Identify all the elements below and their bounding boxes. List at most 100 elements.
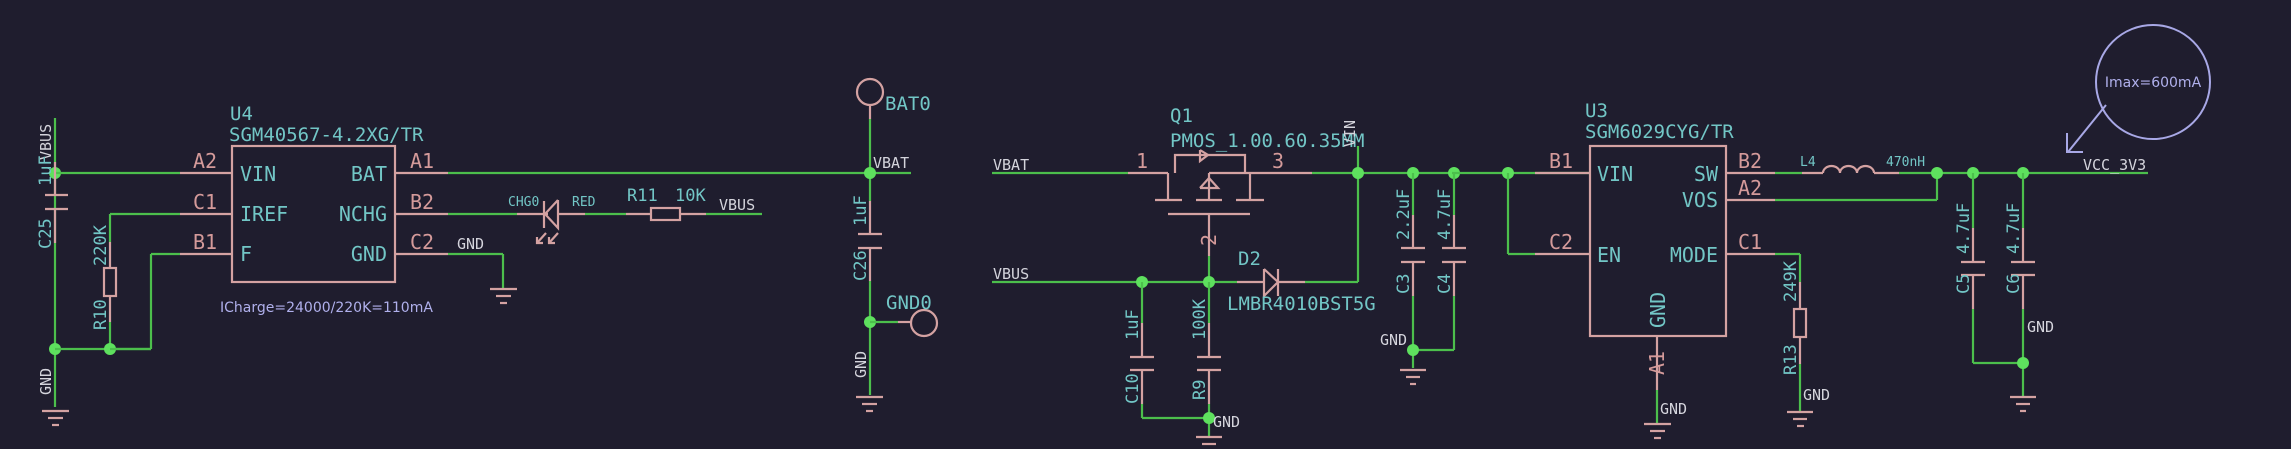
net-label-gnd: GND: [1380, 331, 1407, 349]
ground-symbol: [856, 395, 883, 413]
u3-value: SGM6029CYG/TR: [1585, 121, 1734, 143]
u4-pin-name: VIN: [240, 162, 276, 186]
u4-pin-name: BAT: [351, 162, 387, 186]
u3-pin-name: VOS: [1682, 188, 1718, 212]
net-label-vin: VIN: [1341, 120, 1359, 147]
c5-value: 4.7uF: [1954, 203, 1974, 254]
ground-symbol: [2010, 395, 2036, 413]
u4-pin-name: F: [240, 242, 252, 266]
resistor-body: [1792, 307, 1808, 339]
r9-value: 100K: [1190, 298, 1210, 340]
c10-ref: C10: [1123, 373, 1143, 404]
u4-value: SGM40567-4.2XG/TR: [229, 124, 424, 146]
led-symbol: [535, 199, 560, 245]
net-label-gnd: GND: [1660, 400, 1687, 418]
pmos-symbol: [1155, 149, 1290, 256]
u4-pin-num: C2: [410, 230, 434, 254]
annotation-text: Imax=600mA: [2105, 75, 2202, 91]
r11-ref: R11: [627, 186, 658, 206]
annotation-bubble: [2095, 24, 2211, 140]
junction: [1203, 412, 1215, 424]
led-anode-label: RED: [572, 195, 596, 210]
u3-pin-name: MODE: [1670, 243, 1718, 267]
q1-value: PMOS_1.00.60.35MM: [1170, 130, 1364, 152]
ground-symbol: [1787, 410, 1813, 428]
net-label-gnd: GND: [1213, 413, 1240, 431]
c4-ref: C4: [1435, 274, 1455, 294]
junction: [1931, 167, 1943, 179]
u3-pin-name: VIN: [1597, 162, 1633, 186]
c25-value: 1uF: [36, 155, 56, 186]
c10-value: 1uF: [1123, 309, 1143, 340]
charge-current-note: ICharge=24000/220K=110mA: [220, 300, 433, 316]
net-label-vbat: VBAT: [873, 154, 909, 172]
junction: [2017, 357, 2029, 369]
u3-ref: U3: [1585, 100, 1608, 122]
u3-block: 2.2uF C3 4.7uF C4 GND U3 SGM6029CYG/TR B…: [1380, 24, 2211, 440]
u3-pin-num: C2: [1549, 230, 1573, 254]
u4-ref: U4: [230, 103, 253, 125]
c5-ref: C5: [1954, 274, 1974, 294]
net-label-gnd: GND: [37, 368, 55, 395]
c25-ref: C25: [36, 218, 56, 249]
u4-pin-num: A1: [410, 149, 434, 173]
u4-pin-num: A2: [193, 149, 217, 173]
d2-ref: D2: [1238, 248, 1261, 270]
u3-pin-num: C1: [1738, 230, 1762, 254]
net-label-vbus: VBUS: [37, 124, 55, 160]
u3-pin-name: SW: [1694, 162, 1719, 186]
ground-symbol: [490, 287, 517, 305]
net-label-gnd: GND: [852, 351, 870, 378]
net-label-vbus: VBUS: [719, 196, 755, 214]
inductor-coil: [1821, 164, 1876, 174]
u4-pin-name: GND: [351, 242, 387, 266]
u4-pin-name: NCHG: [339, 202, 387, 226]
ground-symbol: [1400, 368, 1426, 386]
gnd0-ref: GND0: [886, 292, 932, 314]
u3-pin-num: A2: [1738, 176, 1762, 200]
junction: [1407, 344, 1419, 356]
q1-pin-1: 1: [1136, 149, 1148, 173]
junction: [1352, 167, 1364, 179]
r10-ref: R10: [91, 299, 111, 330]
net-label-gnd: GND: [1803, 386, 1830, 404]
ground-symbol: [42, 409, 69, 427]
u3-pin-num: A1: [1645, 351, 1669, 375]
net-label-vbus: VBUS: [993, 265, 1029, 283]
u4-pin-num: B1: [193, 230, 217, 254]
annotation-arrow: [2067, 104, 2107, 153]
l4-ref: L4: [1800, 155, 1816, 170]
u4-pin-num: B2: [410, 190, 434, 214]
u3-pin-name: EN: [1597, 243, 1621, 267]
net-label-vcc: VCC_3V3: [2083, 156, 2146, 174]
r10-value: 220K: [91, 224, 111, 266]
net-label-gnd: GND: [457, 235, 484, 253]
resistor-body: [102, 266, 118, 298]
r13-ref: R13: [1781, 344, 1801, 375]
q1-pin-2: 2: [1197, 234, 1221, 246]
led-cathode-label: CHG0: [508, 195, 539, 210]
c4-value: 4.7uF: [1435, 189, 1455, 240]
u3-pin-name: GND: [1646, 292, 1670, 328]
q1-block: VBAT 1 3 2 Q1 PMOS_1.00.60.35MM VIN: [992, 105, 1452, 446]
bat0-testpoint: [855, 77, 885, 107]
diode-body: [1262, 268, 1280, 299]
resistor-body: [649, 206, 682, 222]
q1-pin-3: 3: [1272, 149, 1284, 173]
bat0-ref: BAT0: [885, 93, 931, 115]
ground-symbol: [1644, 422, 1671, 440]
u4-block: VBUS 1uF C25 GND 220K R10: [36, 77, 939, 427]
d2-value: LMBR4010BST5G: [1227, 293, 1376, 315]
u4-pin-name: IREF: [240, 202, 288, 226]
r9-ref: R9: [1190, 380, 1210, 400]
net-label-vbat: VBAT: [993, 156, 1029, 174]
u3-pin-num: B2: [1738, 149, 1762, 173]
net-label-gnd: GND: [2027, 318, 2054, 336]
u3-pin-num: B1: [1549, 149, 1573, 173]
annotation-arrowhead: [2066, 133, 2083, 153]
l4-value: 470nH: [1886, 155, 1925, 170]
r11-value: 10K: [675, 186, 706, 206]
u4-pin-num: C1: [193, 190, 217, 214]
c26-ref: C26: [851, 250, 871, 281]
r13-value: 249K: [1781, 260, 1801, 302]
